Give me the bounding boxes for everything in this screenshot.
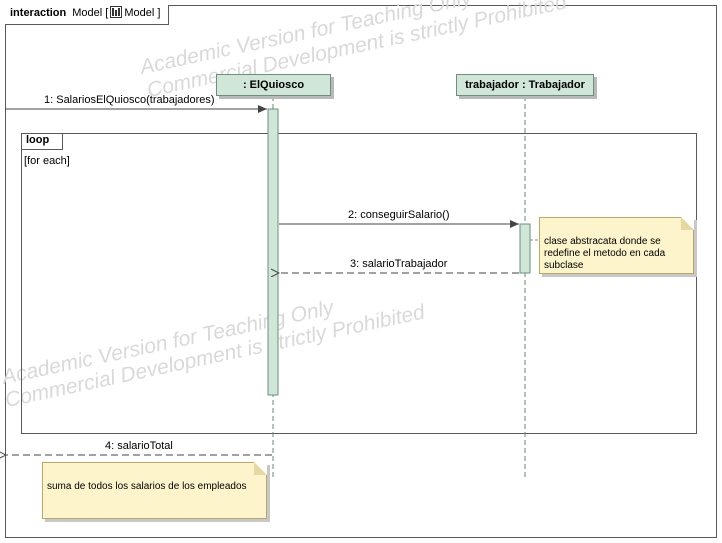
loop-fragment (21, 133, 697, 434)
note-total-salary[interactable]: suma de todos los salarios de los emplea… (42, 462, 267, 519)
kiosco-activation (267, 108, 279, 396)
note-fold-corner (254, 462, 267, 475)
lifeline-head-trabajador[interactable]: trabajador : Trabajador (456, 74, 594, 96)
note-abstract-class[interactable]: clase abstracata donde se redefine el me… (539, 217, 694, 274)
note-fold-corner (681, 217, 694, 230)
note-total-salary-text: suma de todos los salarios de los emplea… (47, 481, 247, 492)
frame-title-tab: interaction Model [ Model ] (5, 5, 170, 25)
message-4-label[interactable]: 4: salarioTotal (105, 440, 173, 452)
message-1-label[interactable]: 1: SalariosElQuiosco(trabajadores) (44, 94, 215, 106)
note-abstract-class-text: clase abstracata donde se redefine el me… (544, 236, 666, 271)
message-3-label[interactable]: 3: salarioTrabajador (350, 258, 448, 270)
lifeline-head-kiosco[interactable]: : ElQuiosco (216, 74, 331, 96)
frame-name-suffix: Model ] (124, 7, 161, 19)
trabajador-activation (519, 223, 531, 274)
message-2-label[interactable]: 2: conseguirSalario() (348, 209, 450, 221)
frame-name-prefix: Model [ (72, 7, 109, 19)
frame-keyword: interaction (10, 7, 67, 19)
model-diagram-icon (110, 6, 123, 19)
loop-operator: loop (21, 133, 63, 150)
loop-guard: [for each] (24, 155, 70, 167)
